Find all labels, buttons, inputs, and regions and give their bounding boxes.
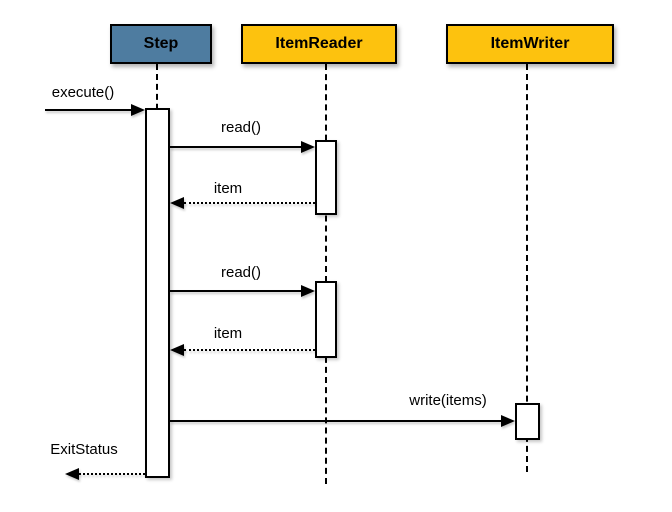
arrowhead-right bbox=[131, 104, 145, 116]
actor-itemwriter-label: ItemWriter bbox=[490, 35, 570, 52]
activation-itemwriter bbox=[515, 403, 540, 440]
message-line bbox=[45, 109, 131, 111]
arrowhead-right bbox=[301, 285, 315, 297]
activation-itemreader-2 bbox=[315, 281, 337, 358]
message-line bbox=[170, 290, 301, 292]
arrowhead-right bbox=[301, 141, 315, 153]
message-label: read() bbox=[220, 264, 261, 281]
message-label: ExitStatus bbox=[50, 441, 118, 458]
arrowhead-left bbox=[170, 344, 184, 356]
message-label: read() bbox=[220, 119, 261, 136]
message-line bbox=[184, 202, 315, 204]
arrowhead-left bbox=[65, 468, 79, 480]
activation-step bbox=[145, 108, 170, 478]
lifeline-itemreader bbox=[325, 64, 327, 484]
arrowhead-left bbox=[170, 197, 184, 209]
message-label: write(items) bbox=[409, 392, 487, 409]
message-line bbox=[170, 146, 301, 148]
lifeline-itemwriter bbox=[526, 64, 528, 472]
arrowhead-right bbox=[501, 415, 515, 427]
message-line bbox=[184, 349, 315, 351]
activation-itemreader-1 bbox=[315, 140, 337, 215]
actor-step-label: Step bbox=[143, 35, 179, 52]
actor-itemreader: ItemReader bbox=[241, 24, 397, 64]
message-label: item bbox=[213, 180, 243, 197]
actor-step: Step bbox=[110, 24, 212, 64]
message-line bbox=[170, 420, 501, 422]
actor-itemwriter: ItemWriter bbox=[446, 24, 614, 64]
message-label: item bbox=[213, 325, 243, 342]
message-label: execute() bbox=[51, 84, 115, 101]
message-line bbox=[79, 473, 145, 475]
actor-itemreader-label: ItemReader bbox=[275, 35, 363, 52]
